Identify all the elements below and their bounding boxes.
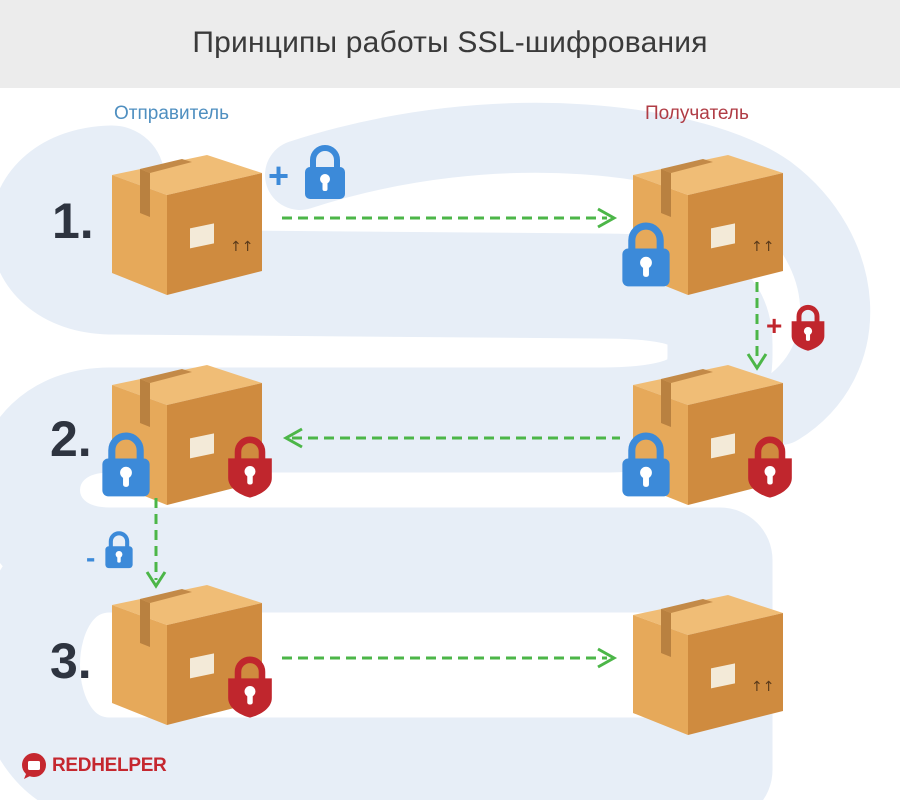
header-bar [0,0,900,88]
svg-text:↑↑: ↑↑ [751,239,774,255]
step-number-1: 1. [52,193,94,249]
blue-lock-icon [305,145,345,199]
blue-lock-icon [622,432,670,497]
chat-bubble-icon [22,753,46,779]
red-lock-icon [748,436,792,498]
plus-red-sign: + [766,310,783,341]
flow-band-path [0,125,773,800]
blue-lock-icon [105,531,133,569]
dashed-arrow-icon [145,498,167,589]
minus-blue-sign: - [86,542,96,573]
step-number-2: 2. [50,411,92,467]
dashed-arrow-icon [282,427,620,449]
box-icon: ↑↑ [633,595,783,735]
sender-label: Отправитель [114,103,230,124]
plus-blue-sign: + [268,155,290,196]
receiver-label: Получатель [645,103,749,124]
blue-lock-icon [622,222,670,287]
dashed-arrow-icon [282,207,618,229]
svg-text:↑↑: ↑↑ [230,239,253,255]
box-icon: ↑↑ [112,155,262,295]
red-lock-icon [228,656,272,718]
dashed-arrow-icon [282,647,618,669]
brand-name: REDHELPER [52,755,167,776]
red-lock-icon [791,304,825,351]
dashed-arrow-icon [746,282,768,371]
page-title: Принципы работы SSL-шифрования [192,26,708,59]
svg-text:↑↑: ↑↑ [751,679,774,695]
step-number-3: 3. [50,633,92,689]
blue-lock-icon [102,432,150,497]
red-lock-icon [228,436,272,498]
